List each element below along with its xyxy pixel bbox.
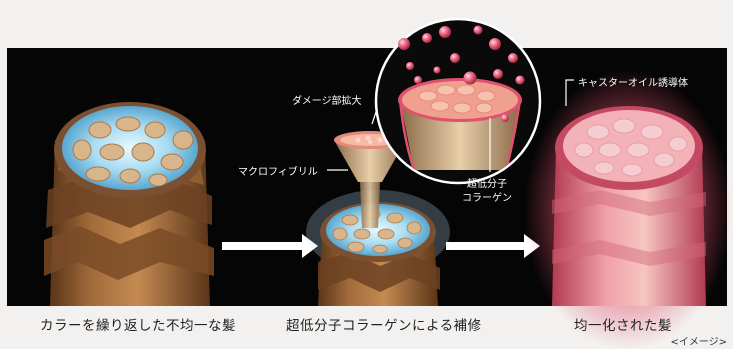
damaged-hair-strand: [44, 102, 214, 306]
image-note: <イメージ>: [670, 337, 727, 348]
microfibril-label: マクロフィブリル: [238, 167, 318, 178]
damage-zoom-bubble: [374, 17, 542, 185]
collagen-label-line2: コラーゲン: [462, 193, 512, 204]
collagen-particles: [398, 25, 525, 122]
uniform-hair-strand: [524, 70, 732, 349]
caption-repair: 超低分子コラーゲンによる補修: [286, 318, 482, 334]
caption-damaged-hair: カラーを繰り返した不均一な髪: [40, 318, 236, 334]
repairing-hair-strand: [306, 99, 450, 306]
transition-arrow-1: [222, 234, 318, 258]
castor-oil-label: キャスターオイル誘導体: [578, 78, 688, 89]
collagen-label-line1: 超低分子: [467, 179, 507, 190]
caption-uniform-hair: 均一化された髪: [574, 318, 672, 334]
damage-zoom-label: ダメージ部拡大: [292, 96, 362, 107]
